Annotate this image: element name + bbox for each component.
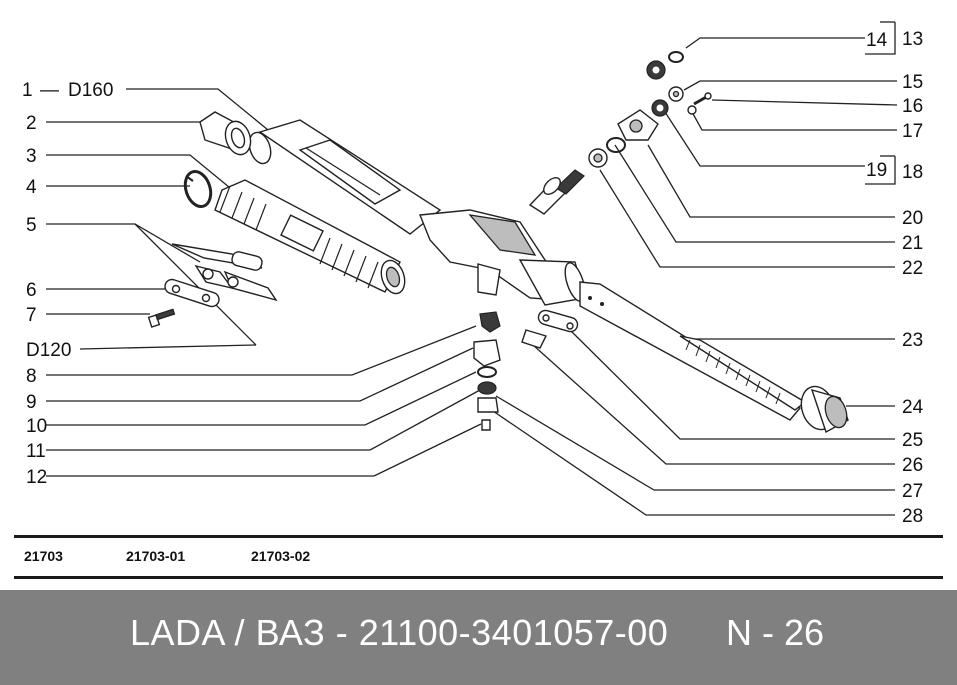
callout-5: 5 bbox=[26, 215, 37, 236]
callout-1-code: D160 bbox=[68, 80, 113, 101]
callout-6: 6 bbox=[26, 280, 37, 301]
callout-12: 12 bbox=[26, 467, 47, 488]
callout-3: 3 bbox=[26, 146, 37, 167]
nut-14 bbox=[646, 60, 666, 80]
parts-diagram: 1 — D160 2 3 4 5 6 7 D120 8 9 10 11 12 1… bbox=[22, 21, 924, 527]
rack-tube-right bbox=[579, 281, 807, 421]
washer-15 bbox=[668, 86, 684, 102]
callout-27: 27 bbox=[902, 481, 923, 502]
callout-26: 26 bbox=[902, 455, 923, 476]
callout-7: 7 bbox=[26, 305, 37, 326]
steering-gear-housing bbox=[419, 209, 586, 306]
insert-9 bbox=[473, 339, 501, 367]
callout-11: 11 bbox=[26, 441, 46, 462]
callout-23: 23 bbox=[902, 330, 923, 351]
callout-20: 20 bbox=[902, 208, 923, 229]
models-bottom-rule bbox=[14, 576, 943, 579]
rack-housing-tube bbox=[248, 119, 442, 235]
plate-26 bbox=[521, 329, 547, 349]
callout-21: 21 bbox=[902, 233, 923, 254]
callout-16: 16 bbox=[902, 96, 923, 117]
spring-10 bbox=[477, 366, 497, 378]
part-number-title: LADA / ВАЗ - 21100-3401057-00 bbox=[130, 612, 669, 653]
plug-12 bbox=[477, 397, 499, 431]
o-ring-20 bbox=[606, 137, 626, 153]
callout-labels: 1 — D160 2 3 4 5 6 7 D120 8 9 10 11 12 1… bbox=[22, 29, 924, 527]
bracket-25 bbox=[537, 309, 579, 333]
mounting-bracket-5 bbox=[171, 243, 278, 302]
model-code: 21703 bbox=[24, 548, 63, 564]
callout-2: 2 bbox=[26, 113, 37, 134]
callout-14: 14 bbox=[866, 30, 888, 51]
plate-6 bbox=[164, 278, 220, 308]
callout-1-separator: — bbox=[40, 80, 59, 101]
model-codes-row: 21703 21703-01 21703-02 bbox=[0, 540, 957, 574]
bellows-boot-3 bbox=[214, 179, 406, 295]
callout-13: 13 bbox=[902, 29, 923, 50]
callout-1: 1 bbox=[22, 80, 33, 101]
screw-16 bbox=[693, 92, 712, 106]
callout-17: 17 bbox=[902, 121, 923, 142]
callout-8: 8 bbox=[26, 366, 37, 387]
callout-4: 4 bbox=[26, 177, 37, 198]
end-cap-24 bbox=[800, 385, 849, 434]
callout-28: 28 bbox=[902, 506, 923, 527]
footer-bar: LADA / ВАЗ - 21100-3401057-00 N - 26 bbox=[0, 590, 957, 685]
seal-19 bbox=[651, 99, 669, 117]
bolt-7 bbox=[147, 308, 176, 328]
callout-19: 19 bbox=[866, 160, 887, 181]
model-code: 21703-01 bbox=[126, 548, 186, 564]
washer-17 bbox=[687, 105, 697, 115]
callout-15: 15 bbox=[902, 72, 923, 93]
spring-11 bbox=[477, 381, 497, 395]
end-cap-2 bbox=[199, 111, 252, 156]
models-top-rule bbox=[14, 535, 943, 538]
callout-25: 25 bbox=[902, 430, 923, 451]
clamp-ring-4 bbox=[183, 169, 213, 209]
ring-13 bbox=[668, 51, 684, 63]
bearing-21 bbox=[588, 148, 608, 168]
pin-8 bbox=[479, 311, 501, 333]
callout-24: 24 bbox=[902, 397, 924, 418]
page-number: N - 26 bbox=[726, 612, 825, 653]
callout-9: 9 bbox=[26, 392, 37, 413]
cover-18 bbox=[617, 109, 659, 141]
callout-d120: D120 bbox=[26, 340, 71, 361]
model-code: 21703-02 bbox=[251, 548, 311, 564]
callout-22: 22 bbox=[902, 258, 923, 279]
leader-lines bbox=[46, 21, 898, 516]
callout-18: 18 bbox=[902, 162, 923, 183]
pinion-shaft-22 bbox=[528, 169, 585, 215]
callout-10: 10 bbox=[26, 416, 47, 437]
